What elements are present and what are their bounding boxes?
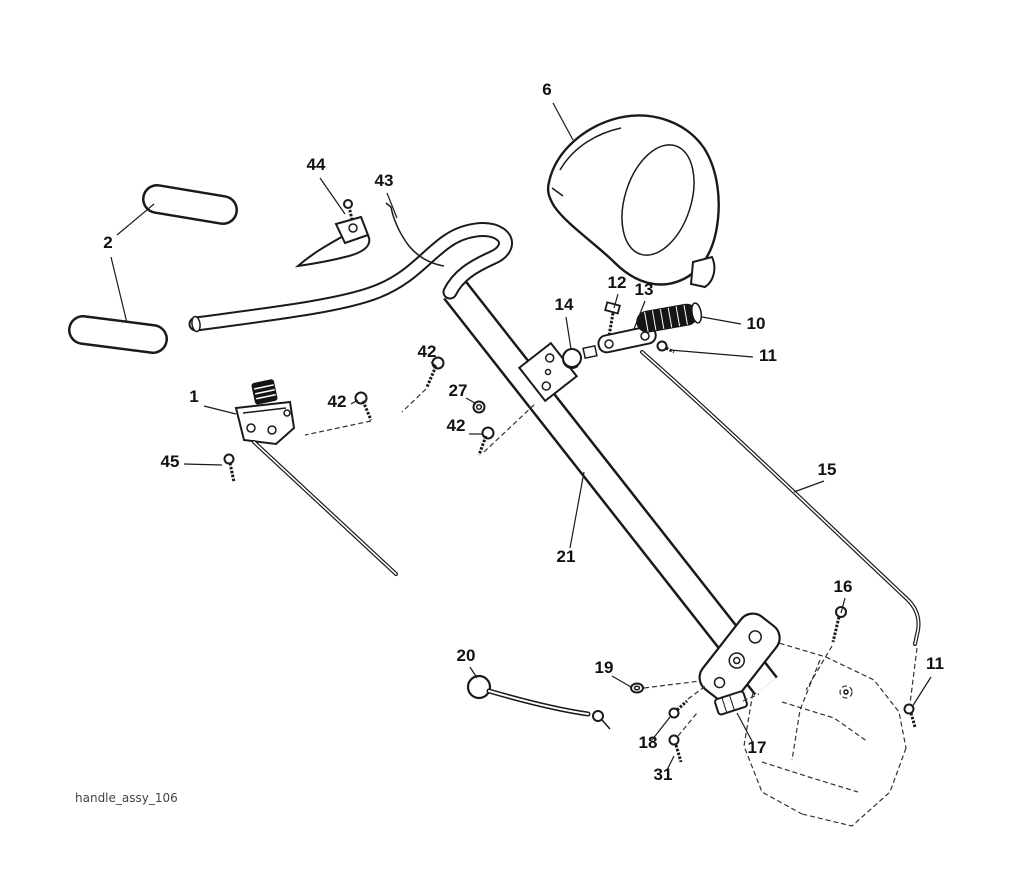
- leader-line: [611, 675, 632, 688]
- part-labels: 6 44 43 2 12 13 14 10 11 42 27 42 1 42 4…: [103, 80, 944, 784]
- part-20-rod: [466, 674, 611, 730]
- leader-line: [465, 397, 476, 404]
- leader-line: [203, 405, 237, 415]
- part-label-11-lower: 11: [926, 654, 944, 673]
- part-42-bolt-b: [354, 391, 373, 421]
- leader-line: [386, 192, 398, 219]
- part-label-17: 17: [748, 738, 767, 757]
- part-1-bracket-assembly: [234, 379, 398, 576]
- leader-line: [565, 316, 572, 350]
- part-label-16: 16: [834, 577, 853, 596]
- leader-line: [701, 316, 742, 325]
- leader-line: [613, 293, 619, 309]
- leader-line: [651, 716, 671, 741]
- leader-line: [669, 349, 754, 358]
- part-16-bolt: [831, 606, 847, 643]
- part-label-44: 44: [307, 155, 326, 174]
- part-15-rod: [640, 350, 921, 646]
- part-2-grip-lower: [68, 315, 168, 354]
- part-19-washer: [630, 682, 644, 694]
- leader-line: [110, 256, 128, 324]
- leader-line: [552, 102, 574, 141]
- part-label-27: 27: [449, 381, 468, 400]
- part-label-42-b: 42: [328, 392, 347, 411]
- leader-line: [116, 203, 155, 236]
- leader-lines: [110, 102, 932, 771]
- part-17-key: [714, 690, 748, 716]
- part-label-21: 21: [557, 547, 576, 566]
- part-27-nut: [472, 400, 486, 414]
- leader-line: [183, 463, 223, 466]
- part-label-11-upper: 11: [759, 346, 777, 365]
- handlebar-tube: [188, 222, 513, 333]
- part-label-18: 18: [639, 733, 658, 752]
- part-label-1: 1: [189, 387, 198, 406]
- part-label-14: 14: [555, 295, 574, 314]
- alignment-dashed-lines: [304, 388, 918, 737]
- diagram-caption: handle_assy_106: [75, 791, 178, 805]
- part-31-bolt: [668, 734, 683, 763]
- part-label-42-c: 42: [447, 416, 466, 435]
- part-label-10: 10: [747, 314, 766, 333]
- part-45-bolt: [223, 453, 236, 483]
- leader-line: [793, 480, 825, 493]
- leader-line: [666, 755, 675, 771]
- leader-line: [350, 399, 359, 405]
- leader-line: [319, 177, 346, 215]
- part-label-6: 6: [542, 80, 551, 99]
- part-10-grip: [636, 302, 703, 333]
- part-2-grip-upper: [142, 184, 238, 225]
- part-label-42-a: 42: [418, 342, 437, 361]
- part-14-spacer: [562, 344, 598, 369]
- leader-line: [469, 666, 478, 679]
- part-label-45: 45: [161, 452, 180, 471]
- part-label-15: 15: [818, 460, 837, 479]
- part-44-lever: [294, 199, 371, 268]
- leader-line: [430, 361, 437, 367]
- part-42-bolt-c: [477, 426, 495, 456]
- part-18-bolt: [668, 699, 689, 719]
- leader-line: [840, 597, 846, 614]
- part-label-12: 12: [608, 273, 627, 292]
- part-43-rod: [385, 202, 445, 267]
- lower-mounting-plate: [698, 612, 781, 703]
- part-42-bolt-a: [425, 356, 445, 388]
- leader-line: [736, 712, 754, 744]
- part-12-bolt: [604, 301, 621, 337]
- part-6-cover: [546, 114, 720, 289]
- part-label-19: 19: [595, 658, 614, 677]
- leader-line: [569, 471, 585, 549]
- part-21-handle-column: [443, 280, 778, 696]
- part-label-2: 2: [103, 233, 112, 252]
- part-label-31: 31: [654, 765, 673, 784]
- leader-line: [911, 676, 932, 708]
- leader-line: [633, 300, 646, 330]
- part-label-20: 20: [457, 646, 476, 665]
- part-label-43: 43: [375, 171, 394, 190]
- part-label-13: 13: [635, 280, 654, 299]
- part-11-bolt-lower: [903, 703, 917, 728]
